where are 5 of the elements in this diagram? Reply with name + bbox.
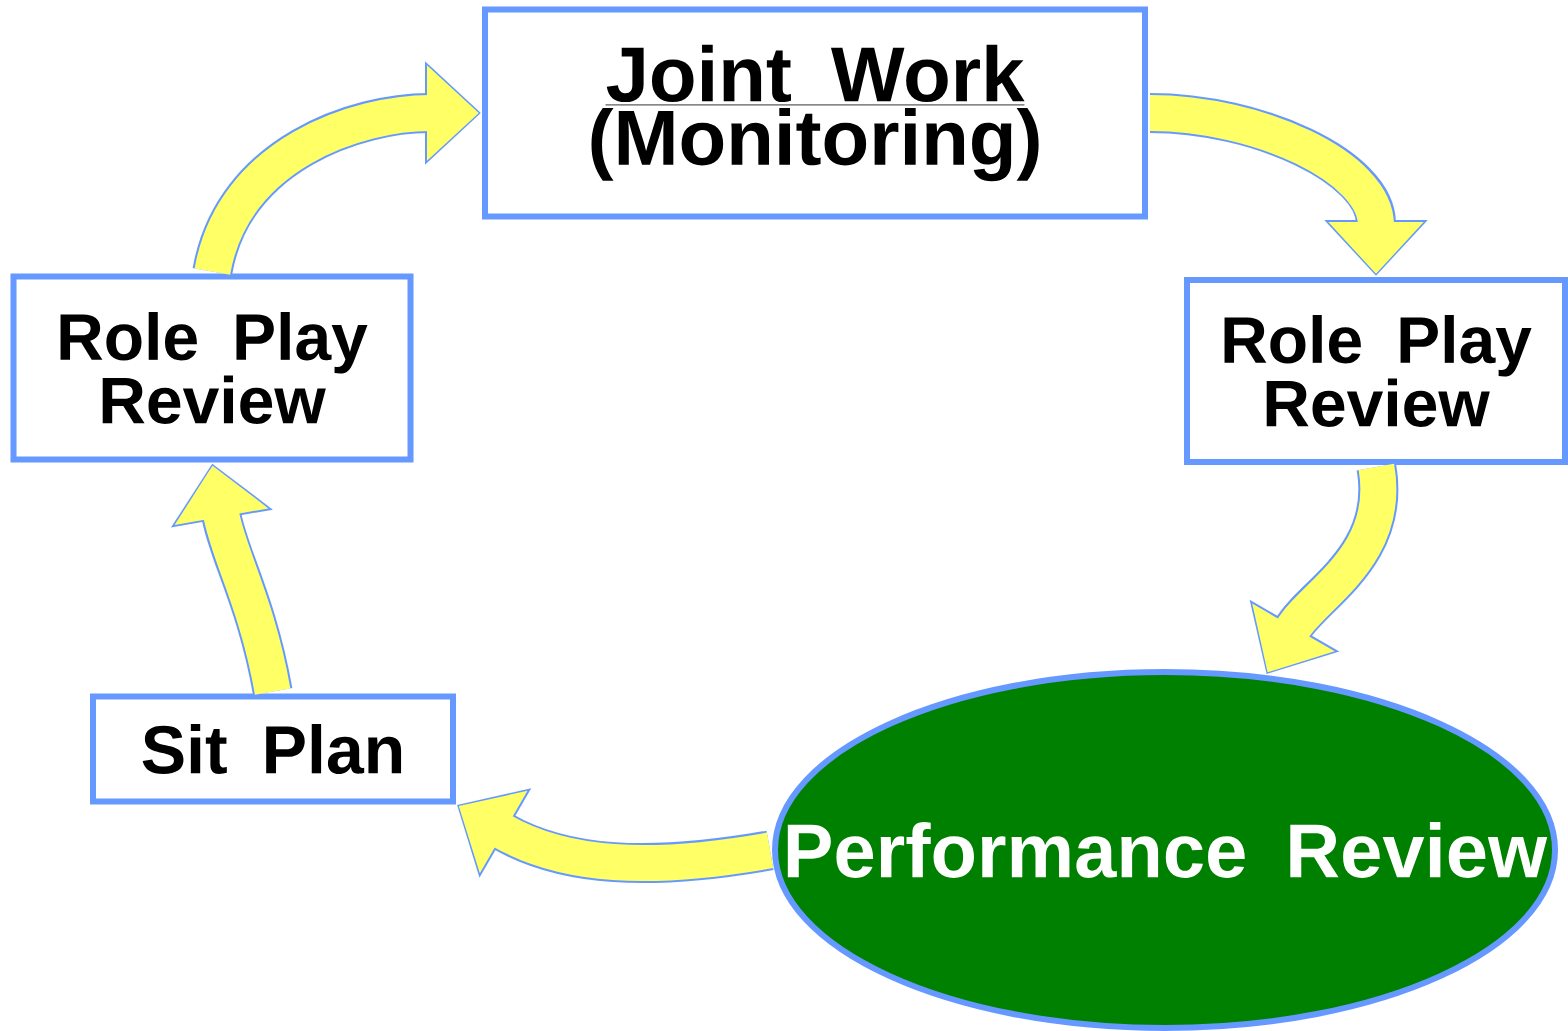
box: Role Play Review xyxy=(1184,277,1568,465)
oval: Performance Review xyxy=(772,669,1558,1031)
box: Role Play Review xyxy=(10,273,414,463)
box: Sit Plan xyxy=(90,693,456,805)
box: Joint Work (Monitoring) xyxy=(482,6,1148,220)
